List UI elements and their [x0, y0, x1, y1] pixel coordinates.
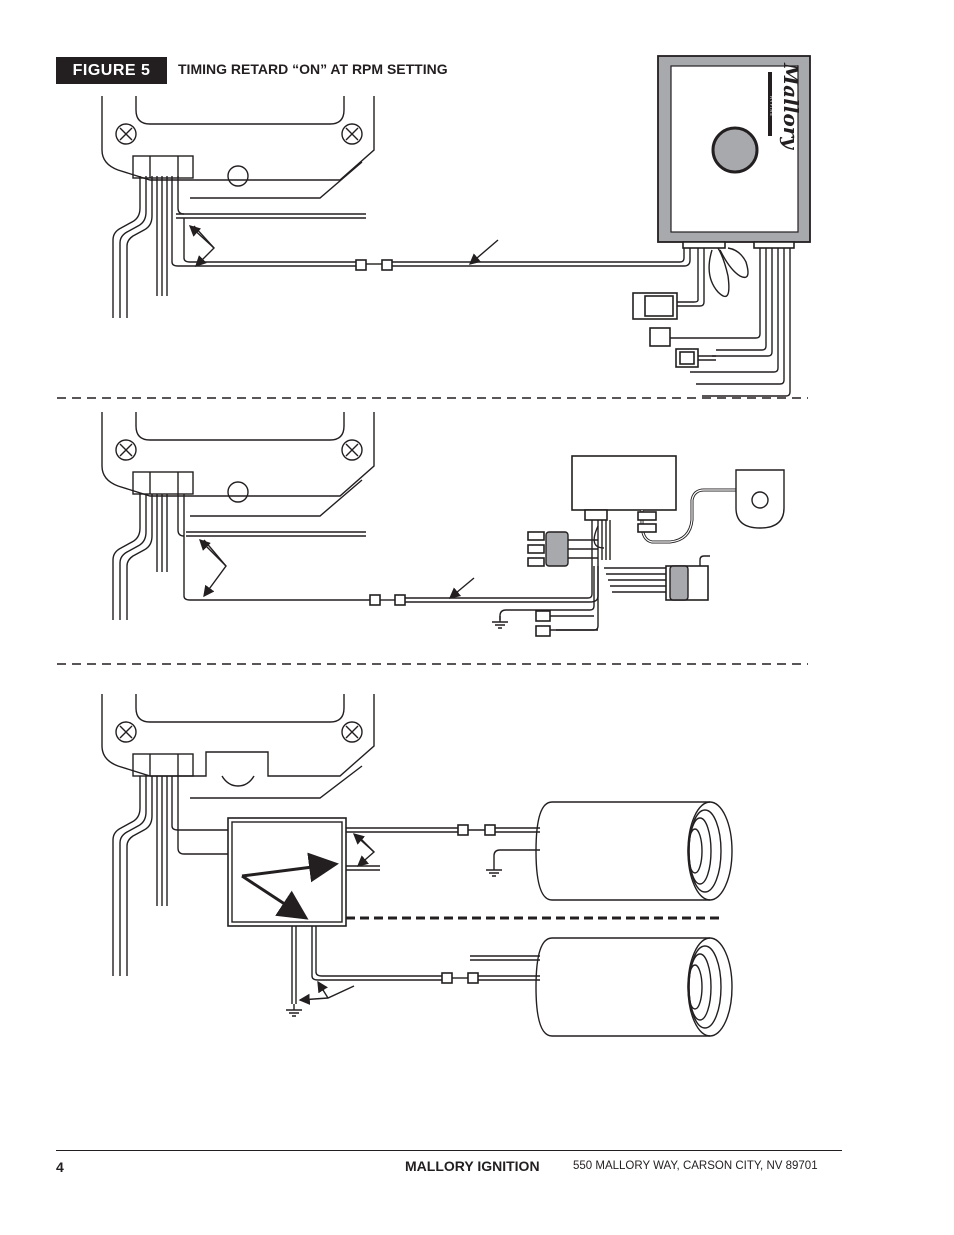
panel-2-ignition-box [101, 412, 375, 537]
sensor-hole [751, 491, 769, 509]
panel-2-module [492, 455, 677, 637]
timing-switch-box [227, 817, 347, 927]
panel-3-ignition-box [101, 694, 375, 799]
rpm-dial [711, 126, 759, 174]
company-address: 550 MALLORY WAY, CARSON CITY, NV 89701 [573, 1160, 818, 1172]
module-box [571, 455, 677, 511]
company-name: MALLORY IGNITION [405, 1158, 540, 1174]
mounting-hole [227, 481, 249, 503]
panel-3-output-wires [286, 824, 540, 1017]
screw-icon [115, 721, 137, 743]
screw-icon [341, 439, 363, 461]
ground-icon [286, 1004, 302, 1017]
ignition-coil-lower [535, 937, 733, 1037]
mallory-logo-text: Mallory [779, 62, 803, 150]
panel-2-harness-wires [112, 494, 599, 620]
ignition-coil-upper [535, 801, 733, 901]
panel-3-harness-wires [112, 776, 228, 976]
panel-2-coil-connector [604, 555, 710, 601]
retard-arrow-icon [241, 852, 339, 883]
figure-label: FIGURE 5 [56, 57, 167, 84]
control-unit: Mallory H Y F I R E [657, 55, 811, 249]
logo-subtext: H Y F I R E [769, 96, 774, 116]
panel-1-harness-wires [112, 176, 691, 318]
screw-icon [115, 123, 137, 145]
panel-1-unit-wires [632, 247, 791, 397]
ground-icon [492, 616, 508, 629]
mounting-hole [227, 165, 249, 187]
advance-arrow-icon [241, 874, 309, 920]
panel-2-pickup-sensor [637, 469, 785, 544]
screw-icon [341, 123, 363, 145]
screw-icon [115, 439, 137, 461]
page-number: 4 [56, 1159, 64, 1175]
footer-rule [56, 1150, 842, 1151]
ground-icon [486, 866, 502, 877]
panel-1-ignition-box [101, 96, 375, 219]
screw-icon [341, 721, 363, 743]
figure-caption: TIMING RETARD “ON” AT RPM SETTING [178, 61, 448, 77]
